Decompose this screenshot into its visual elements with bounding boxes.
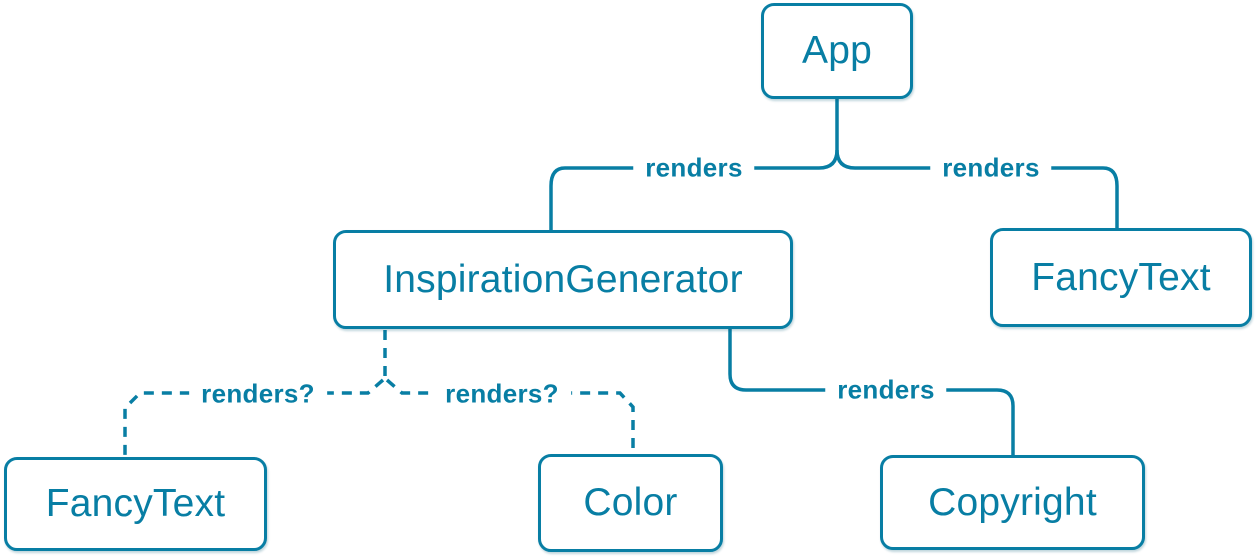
node-inspiration-generator: InspirationGenerator (333, 230, 793, 329)
node-fancy-text-bottom-label: FancyText (45, 482, 226, 525)
node-app: App (761, 3, 913, 99)
edge-label-app-fancytext: renders (930, 154, 1052, 183)
node-copyright-label: Copyright (928, 480, 1097, 524)
node-inspiration-generator-label: InspirationGenerator (383, 257, 743, 301)
edge-label-inspirationgenerator-color: renders? (433, 380, 571, 409)
node-app-label: App (802, 29, 872, 72)
node-fancy-text-bottom: FancyText (4, 457, 267, 551)
edge-inspirationgenerator-color-dashed-line (385, 378, 635, 454)
edge-label-inspirationgenerator-copyright: renders (825, 376, 947, 405)
node-color: Color (538, 454, 723, 552)
edge-label-app-inspirationgenerator: renders (633, 154, 755, 183)
node-color-label: Color (583, 481, 678, 524)
node-fancy-text-top: FancyText (990, 228, 1252, 327)
edge-label-inspirationgenerator-fancytext: renders? (189, 380, 327, 409)
node-copyright: Copyright (880, 455, 1145, 550)
edge-app-fancytext-line (835, 149, 1119, 228)
node-fancy-text-top-label: FancyText (1031, 255, 1211, 299)
